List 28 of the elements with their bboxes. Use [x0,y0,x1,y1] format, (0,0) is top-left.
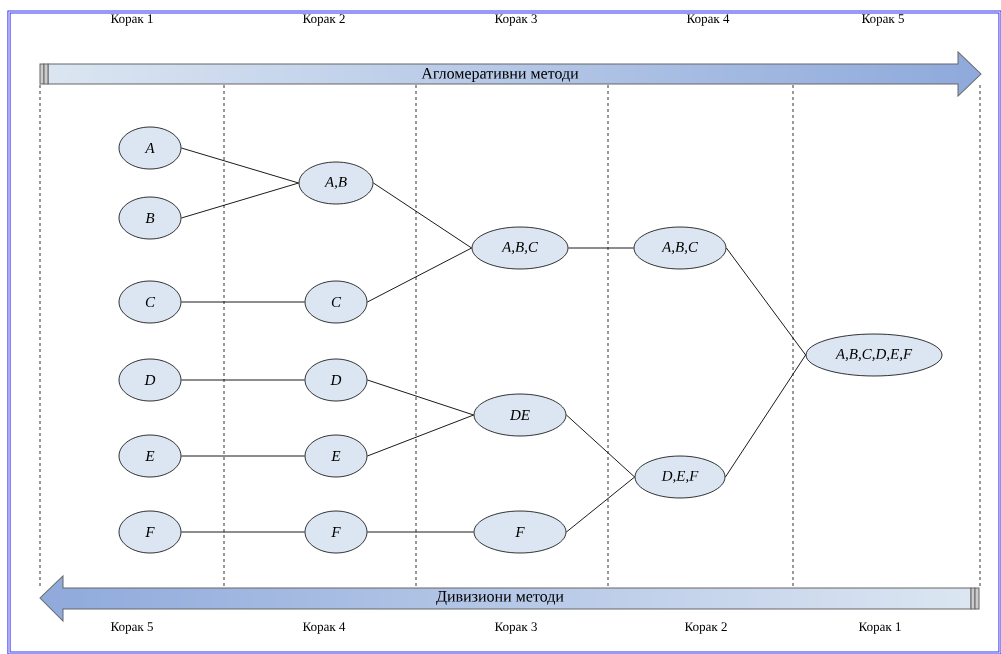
step-label: Корак 1 [858,622,901,634]
connector-line [567,247,635,249]
arrow-label: Агломеративни методи [421,68,579,82]
connector-line [180,182,300,219]
step-label: Корак 1 [110,14,153,26]
connector-line [565,414,636,478]
step-label: Корак 4 [686,14,730,26]
connector-line [366,379,475,416]
connector-line [180,379,306,381]
connector-line [180,531,306,533]
step-label: Корак 5 [861,14,904,26]
step-label: Корак 3 [494,14,537,26]
step-label: Корак 3 [494,622,537,634]
connector-line [724,354,807,478]
connector-line [565,476,636,533]
connector-line [180,301,306,303]
connector-line [180,147,300,184]
step-label: Корак 5 [110,622,153,634]
connector-line [366,531,475,533]
step-label: Корак 2 [302,14,345,26]
step-label: Корак 4 [302,622,346,634]
connector-line [725,247,807,356]
connector-line [180,455,306,457]
connector-line [366,414,475,457]
connector-line [366,247,473,303]
step-label: Корак 2 [684,622,727,634]
connector-line [372,182,473,249]
arrow-label: Дивизиони методи [436,591,564,605]
